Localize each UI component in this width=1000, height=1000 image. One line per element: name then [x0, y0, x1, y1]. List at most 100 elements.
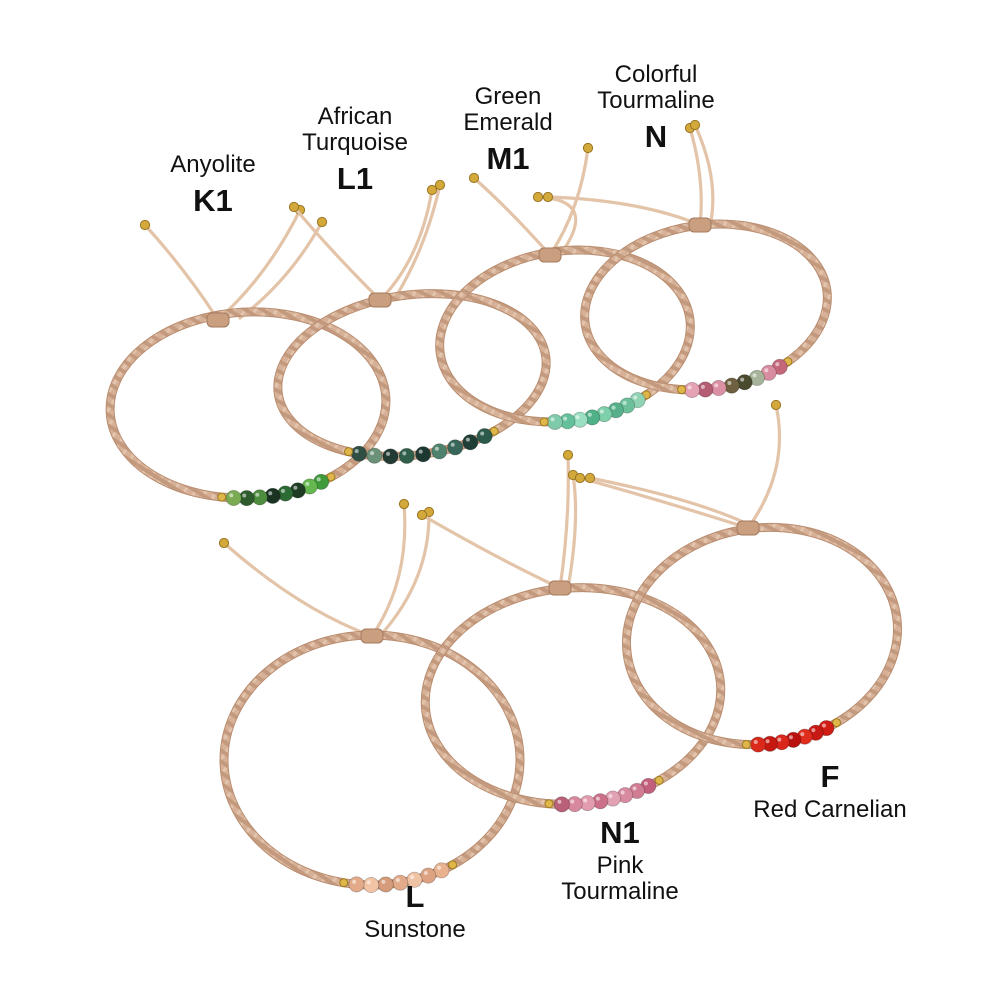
braided-cord-shadow — [273, 289, 551, 461]
bead-highlight — [402, 451, 407, 456]
product-code: L — [405, 879, 425, 914]
bead-highlight — [423, 871, 428, 876]
gemstone-bead — [476, 428, 493, 445]
gemstone-bead — [351, 445, 368, 462]
drawstring-cord — [378, 510, 431, 638]
stone-name: Anyolite — [170, 151, 256, 178]
gemstone-bead — [684, 381, 701, 398]
bead-highlight — [354, 449, 359, 454]
bead-highlight — [752, 373, 757, 378]
bead-highlight — [229, 493, 234, 498]
bead-highlight — [632, 786, 637, 791]
gold-end-bead — [139, 219, 151, 231]
gold-end-bead — [316, 216, 328, 228]
stone-name: Pink Tourmaline — [561, 852, 679, 906]
sliding-knot — [206, 312, 230, 328]
sliding-knot — [360, 628, 384, 644]
bead-highlight — [811, 728, 816, 733]
gemstone-bead — [398, 447, 415, 464]
product-code: F — [820, 759, 840, 794]
bead-highlight — [242, 493, 247, 498]
bead-highlight — [281, 488, 286, 493]
gold-end-bead — [288, 201, 300, 213]
bead-highlight — [583, 798, 588, 803]
gold-spacer-bead — [344, 447, 354, 457]
product-code: N — [644, 118, 668, 154]
stone-name: African Turquoise — [302, 103, 408, 156]
braided-cord — [421, 584, 725, 808]
drawstring-cord — [238, 220, 324, 320]
bracelet — [105, 204, 391, 507]
drawstring-cord — [292, 205, 382, 302]
product-code: K1 — [193, 182, 233, 218]
gemstone-bead — [546, 413, 563, 430]
stone-name: Red Carnelian — [753, 796, 907, 824]
gold-end-bead — [416, 509, 428, 521]
gold-end-bead — [532, 191, 544, 203]
bead-highlight — [788, 735, 793, 740]
gemstone-bead — [366, 447, 383, 464]
bead-highlight — [821, 723, 826, 728]
bead-highlight — [587, 412, 592, 417]
gold-end-bead — [562, 449, 574, 461]
bead-highlight — [599, 409, 604, 414]
bead-highlight — [570, 799, 575, 804]
drawstring-cord — [566, 473, 578, 590]
bead-highlight — [595, 796, 600, 801]
bead-highlight — [714, 383, 719, 388]
bead-highlight — [608, 793, 613, 798]
bead-highlight — [620, 790, 625, 795]
label-anyolite: Anyolite K1 — [138, 151, 288, 218]
gold-end-bead — [434, 179, 446, 191]
braided-cord — [274, 290, 550, 460]
product-code: N1 — [600, 815, 640, 850]
bead-highlight — [293, 485, 298, 490]
gemstone-bead — [553, 796, 570, 813]
bead-highlight — [381, 879, 386, 884]
bead-highlight — [800, 732, 805, 737]
drawstring-cord — [420, 513, 562, 590]
gemstone-bead — [710, 380, 727, 397]
bracelet — [435, 142, 695, 430]
label-sunstone: L Sunstone — [345, 880, 485, 943]
bead-highlight — [764, 368, 769, 373]
gold-spacer-bead — [539, 417, 549, 427]
bead-highlight — [305, 481, 310, 486]
product-code: L1 — [336, 160, 374, 196]
sliding-knot — [688, 217, 712, 233]
gold-spacer-bead — [677, 385, 687, 395]
label-red-carnelian: F Red Carnelian — [730, 760, 930, 823]
gold-spacer-bead — [654, 775, 664, 785]
braided-cord-shadow — [621, 522, 903, 750]
label-colorful-tourmaline: Colorful Tourmaline N — [572, 61, 740, 154]
label-pink-tourmaline: N1 Pink Tourmaline — [540, 816, 700, 905]
drawstring-cord — [558, 453, 570, 590]
drawstring-cord — [472, 176, 552, 257]
braided-cord — [622, 523, 902, 749]
sliding-knot — [548, 580, 572, 596]
label-green-emerald: Green Emerald M1 — [448, 84, 568, 176]
bead-highlight — [366, 880, 371, 885]
gold-end-bead — [468, 172, 480, 184]
braided-cord — [436, 246, 694, 426]
bead-highlight — [434, 446, 439, 451]
gold-end-bead — [689, 119, 701, 131]
stone-name: Colorful Tourmaline — [597, 61, 715, 114]
gold-end-bead — [574, 472, 586, 484]
bead-highlight — [437, 865, 442, 870]
drawstring-cord — [588, 476, 758, 530]
bead-highlight — [765, 739, 770, 744]
gold-end-bead — [770, 399, 782, 411]
bead-highlight — [410, 875, 415, 880]
gold-end-bead — [218, 537, 230, 549]
sliding-knot — [368, 292, 392, 308]
bead-highlight — [465, 437, 470, 442]
gemstone-bead — [431, 443, 448, 460]
drawstring-cord — [546, 195, 702, 227]
bead-highlight — [550, 417, 555, 422]
sliding-knot — [736, 520, 760, 536]
bead-highlight — [633, 395, 638, 400]
bracelet — [416, 449, 726, 813]
